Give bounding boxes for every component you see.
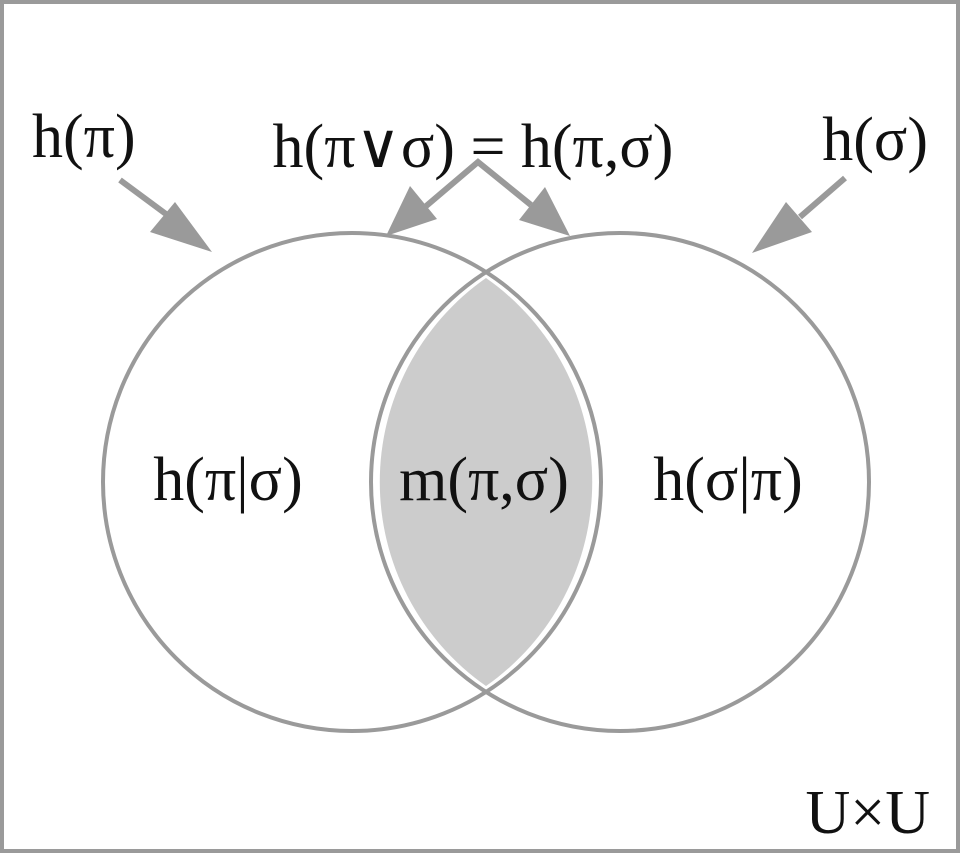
universe-label: U×U [805, 779, 930, 847]
region-label-sigma-given-pi: h(σ|π) [653, 446, 802, 514]
region-label-pi-given-sigma: h(π|σ) [153, 446, 302, 514]
region-label-mutual: m(π,σ) [399, 446, 569, 514]
circle-sigma [369, 231, 871, 733]
label-h-join: h(π∨σ) = h(π,σ) [273, 113, 674, 181]
arrow-sigma [752, 175, 847, 253]
label-h-pi: h(π) [32, 103, 136, 171]
circle-pi [101, 231, 603, 733]
arrow-pi [118, 177, 212, 252]
overlap-region [379, 278, 593, 686]
arrow-join [386, 158, 570, 236]
label-h-sigma: h(σ) [822, 106, 928, 174]
